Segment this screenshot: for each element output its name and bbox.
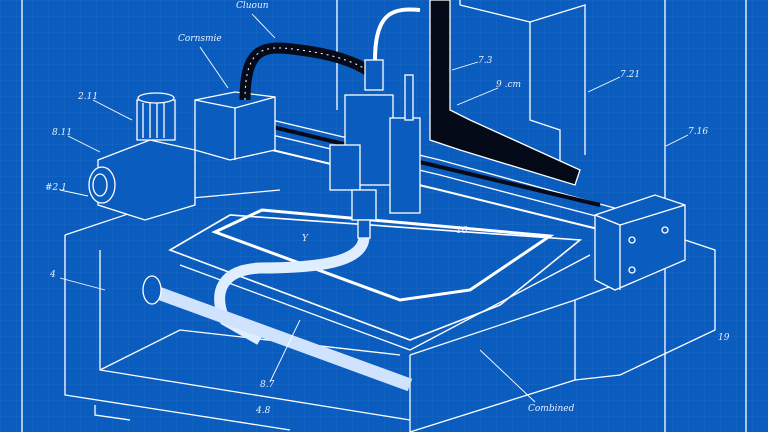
controller-box xyxy=(194,91,276,161)
label-base-right: Combined xyxy=(528,404,575,414)
label-cable-chain: Cluoun xyxy=(236,1,269,11)
spindle xyxy=(329,7,421,239)
label-leadscrew: 8.7 xyxy=(260,380,275,390)
label-motor-side: 8.11 xyxy=(52,128,73,138)
label-bed: 16 xyxy=(456,226,468,236)
label-enclosure: 7.21 xyxy=(620,70,641,80)
label-column-plate: 9 .cm xyxy=(496,80,522,90)
z-column xyxy=(429,0,581,186)
coolant-hose xyxy=(214,236,370,345)
label-motor-shaft: #2.1 xyxy=(45,183,67,193)
label-controller: Cornsmie xyxy=(178,34,222,44)
right-gantry-block xyxy=(594,194,686,291)
work-bed xyxy=(168,208,591,351)
label-motor-top: 2.11 xyxy=(78,92,99,102)
lead-screw-bearing xyxy=(142,275,162,305)
label-base-left: 4 xyxy=(50,270,56,280)
label-frame-right: 7.16 xyxy=(688,127,709,137)
label-frame-edge: 19 xyxy=(718,333,730,343)
label-base-bottom: 4.8 xyxy=(256,406,271,416)
label-column: 7.3 xyxy=(478,56,493,66)
leader-lines xyxy=(59,13,689,403)
lead-screw xyxy=(147,283,413,392)
label-hose: Y xyxy=(302,234,308,244)
stepper-motor xyxy=(88,92,196,221)
